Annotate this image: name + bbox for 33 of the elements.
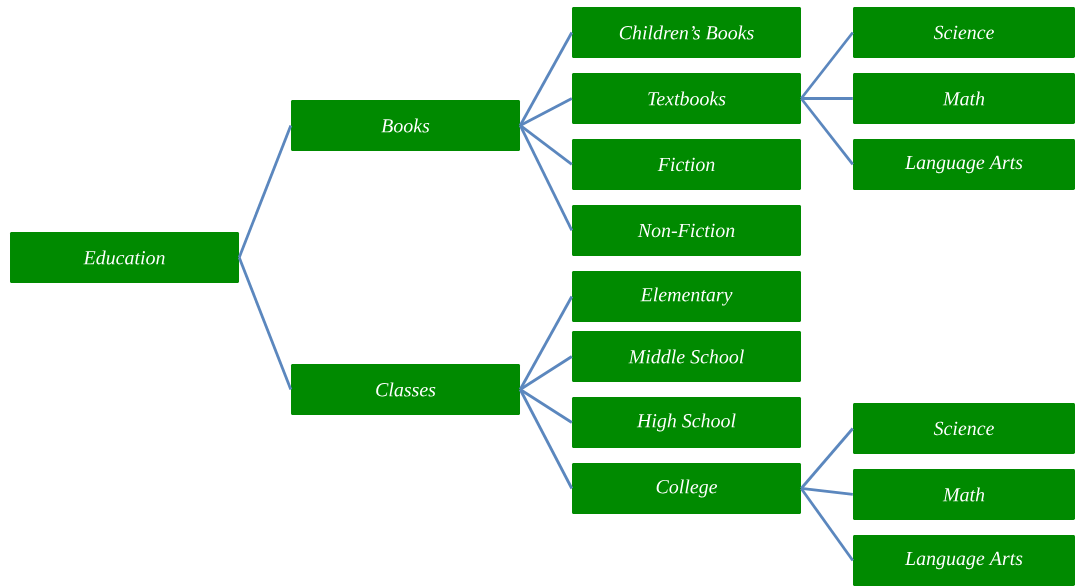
connector-line — [237, 124, 293, 258]
connector-line — [519, 124, 573, 166]
connector-line — [519, 31, 574, 127]
category-box: Language Arts — [853, 139, 1075, 190]
category-box: Math — [853, 469, 1075, 520]
connector-line — [800, 31, 854, 100]
connector-line — [519, 295, 574, 391]
connector-line — [800, 487, 854, 562]
category-box: Science — [853, 7, 1075, 58]
category-box: Education — [10, 232, 239, 283]
category-box: Science — [853, 403, 1075, 454]
category-box: Fiction — [572, 139, 801, 190]
category-box: Elementary — [572, 271, 801, 322]
category-box: College — [572, 463, 801, 514]
category-box: Middle School — [572, 331, 801, 382]
category-box: Books — [291, 100, 520, 151]
connector-line — [518, 124, 574, 232]
category-box: Textbooks — [572, 73, 801, 124]
category-box: High School — [572, 397, 801, 448]
connector-line — [519, 97, 573, 127]
category-box: Children’s Books — [572, 7, 801, 58]
connector-line — [237, 257, 293, 390]
category-box: Non-Fiction — [572, 205, 801, 256]
connector-line — [518, 388, 574, 490]
connector-line — [800, 427, 854, 490]
connector-line — [519, 388, 573, 424]
connector-line — [519, 355, 573, 391]
connector-line — [800, 97, 854, 166]
category-box: Classes — [291, 364, 520, 415]
category-box: Math — [853, 73, 1075, 124]
connector-line — [801, 97, 853, 100]
connector-line — [801, 487, 853, 496]
category-box: Language Arts — [853, 535, 1075, 586]
